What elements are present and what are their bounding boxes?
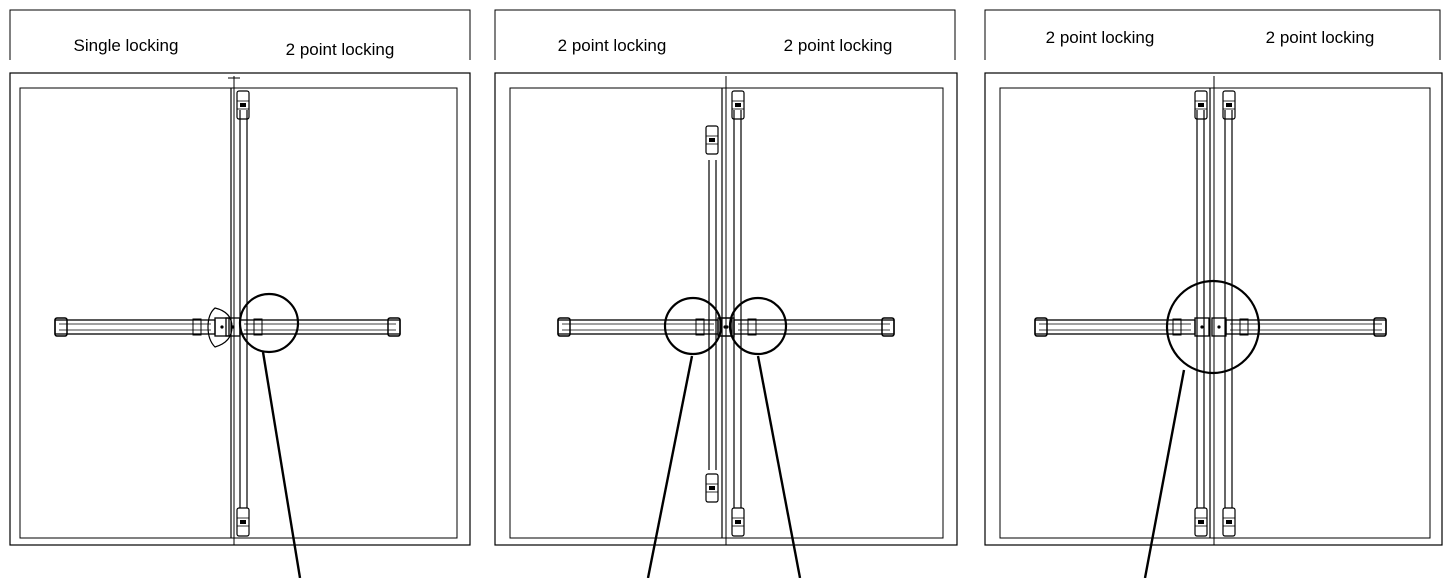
panel-2: 2 point locking 2 point locking xyxy=(494,9,958,578)
callout-circle xyxy=(663,296,723,356)
panel-1-right-label: 2 point locking xyxy=(286,40,395,59)
left-panic-bar xyxy=(557,317,733,337)
right-panic-bar xyxy=(225,317,401,337)
door-frame xyxy=(9,72,471,546)
single-latch-head xyxy=(207,307,233,348)
bottom-locking-point xyxy=(705,473,719,503)
panel-1-left-label: Single locking xyxy=(74,36,179,55)
panel-3-right-label: 2 point locking xyxy=(1266,28,1375,47)
callout-circle xyxy=(728,296,788,356)
callout-leader xyxy=(646,355,694,578)
panel-2-right-label: 2 point locking xyxy=(784,36,893,55)
left-panic-bar xyxy=(1034,317,1210,337)
callout-leader xyxy=(1143,369,1186,578)
panel-3: 2 point locking 2 point locking xyxy=(984,9,1443,578)
door-leaves xyxy=(999,87,1431,539)
right-panic-bar xyxy=(1211,317,1387,337)
bottom-locking-point xyxy=(1194,507,1208,537)
top-locking-point xyxy=(705,125,719,155)
callout-circle xyxy=(1165,279,1261,375)
panel-3-left-label: 2 point locking xyxy=(1046,28,1155,47)
panel-2-left-label: 2 point locking xyxy=(558,36,667,55)
bottom-locking-point xyxy=(236,507,250,537)
left-panic-bar xyxy=(54,317,230,337)
door-leaves xyxy=(19,87,458,539)
callout-leader xyxy=(756,355,802,578)
right-panic-bar xyxy=(719,317,895,337)
callout-circle xyxy=(238,292,300,354)
panel-1: Single locking 2 point locking xyxy=(9,9,471,578)
bottom-locking-point xyxy=(731,507,745,537)
bottom-locking-point xyxy=(1222,507,1236,537)
callout-leader xyxy=(261,351,302,578)
